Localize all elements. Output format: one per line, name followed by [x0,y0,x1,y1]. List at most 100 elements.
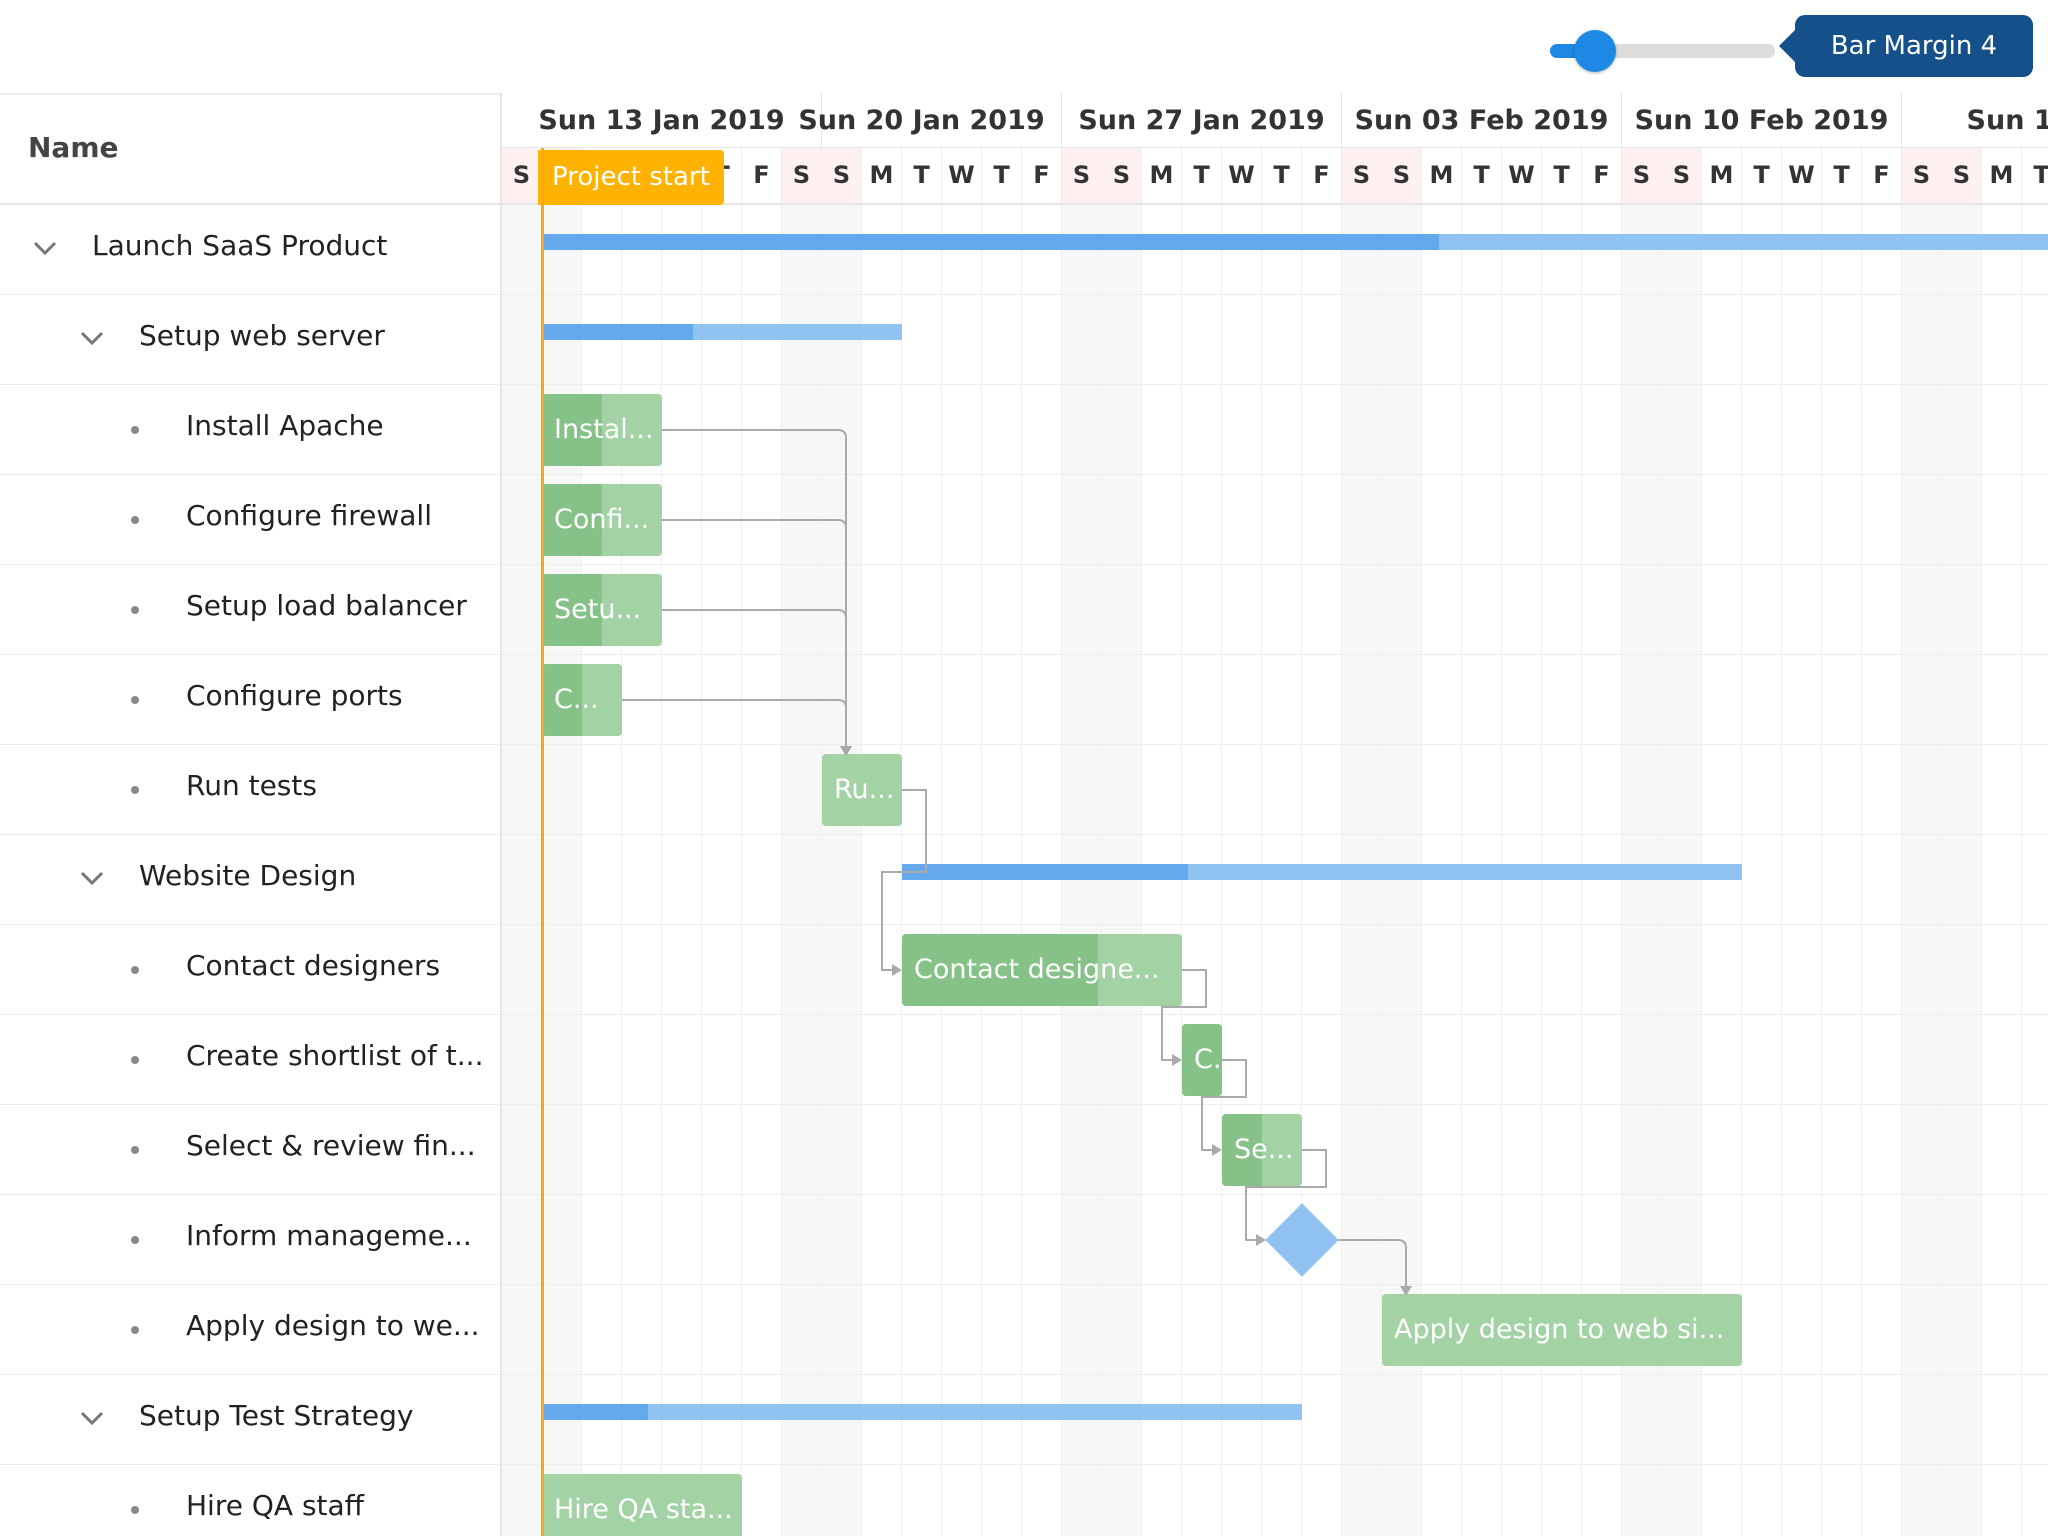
day-header: M [1702,148,1742,203]
day-column [1902,205,1942,1536]
bullet-icon [131,426,139,434]
toolbar: Bar Margin 4 [0,0,2048,95]
summary-bar[interactable] [542,234,2048,250]
grid-row[interactable]: Install Apache [0,385,500,475]
bullet-icon [131,1056,139,1064]
dependency-line [881,789,927,971]
day-header: T [1262,148,1302,203]
row-divider [502,1014,2048,1015]
grid-row[interactable]: Website Design [0,835,500,925]
dependency-arrow [1256,1234,1266,1246]
grid-row[interactable]: Configure ports [0,655,500,745]
day-header: F [1302,148,1342,203]
task-name: Hire QA staff [186,1489,364,1522]
task-bar[interactable]: C... [1182,1024,1222,1096]
week-header: Sun 10 Feb 2019 [1622,93,1902,148]
grid-row[interactable]: Apply design to we... [0,1285,500,1375]
grid-header: Name [0,93,500,205]
bar-margin-button[interactable]: Bar Margin 4 [1779,15,2033,77]
grid-row[interactable]: Hire QA staff [0,1465,500,1536]
task-name: Launch SaaS Product [92,229,388,262]
day-header: W [942,148,982,203]
grid-row[interactable]: Inform manageme... [0,1195,500,1285]
task-bar[interactable]: Hire QA sta... [542,1474,742,1536]
day-header: T [1542,148,1582,203]
day-header: F [1022,148,1062,203]
task-name: Run tests [186,769,317,802]
day-header: S [1342,148,1382,203]
day-column [702,205,742,1536]
day-header: S [1062,148,1102,203]
task-bar-label: Setu... [554,594,642,625]
slider-thumb[interactable] [1574,30,1616,72]
task-bar[interactable]: Setu... [542,574,662,646]
chevron-down-icon[interactable] [77,863,107,893]
task-bar[interactable]: Contact designe... [902,934,1182,1006]
bullet-icon [131,1146,139,1154]
row-divider [502,294,2048,295]
grid-row[interactable]: Setup load balancer [0,565,500,655]
task-name: Configure ports [186,679,403,712]
day-column [622,205,662,1536]
task-bar[interactable]: C... [542,664,622,736]
day-header: T [1742,148,1782,203]
task-name: Setup web server [139,319,385,352]
bullet-icon [131,696,139,704]
day-column [742,205,782,1536]
bullet-icon [131,1236,139,1244]
day-header: M [1982,148,2022,203]
dependency-line [662,519,847,748]
task-bar[interactable]: Apply design to web si... [1382,1294,1742,1366]
chevron-down-icon[interactable] [30,233,60,263]
day-header: T [902,148,942,203]
task-name: Configure firewall [186,499,432,532]
grid-row[interactable]: Contact designers [0,925,500,1015]
grid-row[interactable]: Run tests [0,745,500,835]
day-column [822,205,862,1536]
grid-row[interactable]: Setup Test Strategy [0,1375,500,1465]
bullet-icon [131,966,139,974]
grid-row[interactable]: Select & review fin... [0,1105,500,1195]
task-progress [1222,1114,1262,1186]
day-header: S [1942,148,1982,203]
day-header: S [782,148,822,203]
chevron-down-icon[interactable] [77,1403,107,1433]
row-divider [502,564,2048,565]
grid-row[interactable]: Launch SaaS Product [0,205,500,295]
day-column [1822,205,1862,1536]
summary-bar[interactable] [902,864,1742,880]
task-bar[interactable]: Se... [1222,1114,1302,1186]
chevron-down-icon[interactable] [77,323,107,353]
row-divider [502,384,2048,385]
row-divider [502,654,2048,655]
day-header: M [1142,148,1182,203]
grid-row[interactable]: Setup web server [0,295,500,385]
summary-bar[interactable] [542,1404,1302,1420]
bar-margin-slider[interactable] [1550,30,1775,72]
day-header: S [1902,148,1942,203]
day-header: W [1502,148,1542,203]
task-bar-label: C... [554,684,599,715]
task-bar[interactable]: Instal... [542,394,662,466]
task-bar[interactable]: Confi... [542,484,662,556]
day-header: T [2022,148,2048,203]
task-name: Setup Test Strategy [139,1399,414,1432]
name-column-header[interactable]: Name [28,131,119,164]
dependency-line [622,699,847,748]
row-divider [502,1284,2048,1285]
task-bar[interactable]: Ru... [822,754,902,826]
day-header: T [1462,148,1502,203]
task-name: Setup load balancer [186,589,467,622]
task-progress [542,484,602,556]
grid-row[interactable]: Configure firewall [0,475,500,565]
row-divider [502,1194,2048,1195]
task-name: Install Apache [186,409,384,442]
summary-bar[interactable] [542,324,902,340]
task-bar-label: Contact designe... [914,954,1160,985]
row-divider [502,1464,2048,1465]
task-progress [1182,1024,1222,1096]
grid-row[interactable]: Create shortlist of t... [0,1015,500,1105]
